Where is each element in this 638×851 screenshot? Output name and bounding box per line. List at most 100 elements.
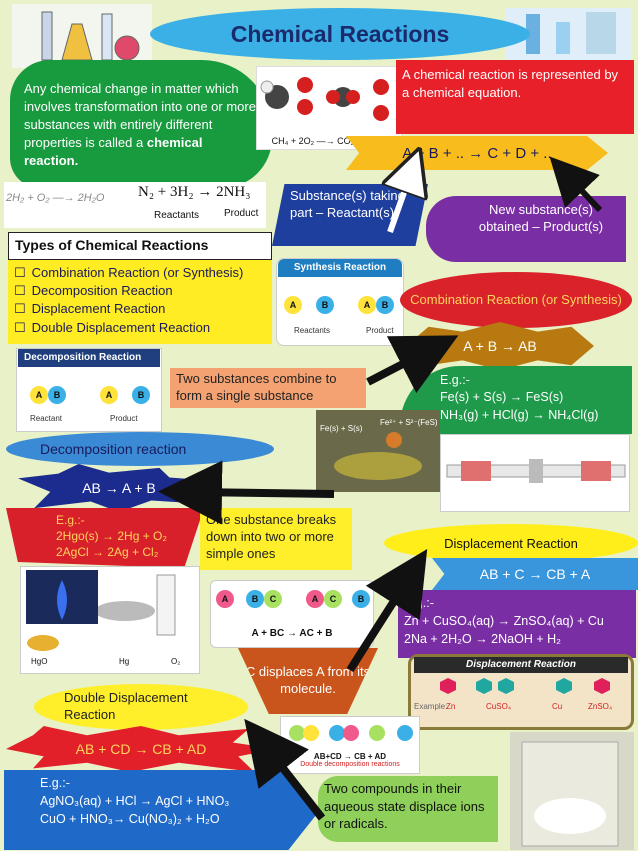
combination-example: NH₃(g) + HCl(g) → NH₄Cl(g) bbox=[440, 407, 599, 422]
displacement-formula: AB + C → CB + A bbox=[479, 566, 591, 582]
double-displacement-examples-box: E.g.:- AgNO₃(aq) + HCl → AgCl + HNO₃ CuO… bbox=[4, 770, 320, 850]
burner-icon bbox=[57, 580, 67, 620]
decomposition-formula: AB → A + B bbox=[82, 480, 156, 496]
displacement-title: Displacement Reaction bbox=[444, 535, 578, 551]
atom-a-icon: A bbox=[30, 386, 48, 404]
combination-formula: A + B → AB bbox=[463, 338, 537, 354]
beaker-precipitate-image bbox=[510, 732, 634, 850]
combination-title-box: Combination Reaction (or Synthesis) bbox=[400, 272, 632, 328]
types-list-item: Double Displacement Reaction bbox=[14, 319, 266, 337]
product-note: New substance(s) obtained – Product(s) bbox=[478, 202, 604, 234]
ammonia-diffusion-image bbox=[440, 434, 630, 512]
atom-b-icon: B bbox=[316, 296, 334, 314]
displacement-title-box: Displacement Reaction bbox=[384, 524, 638, 562]
decomposition-example: 2AgCl → 2Ag + Cl₂ bbox=[56, 545, 159, 560]
atom-c-icon: C bbox=[264, 590, 282, 608]
double-displacement-formula: AB + CD → CB + AD bbox=[75, 741, 207, 757]
general-formula-banner: A + B + .. → C + D + .. bbox=[346, 136, 608, 170]
iron-sulfur-right-label: Fe²⁺ + S²⁻(FeS) bbox=[380, 418, 438, 427]
product-note-box: New substance(s) obtained – Product(s) bbox=[426, 196, 626, 262]
displacement-formula-banner: AB + C → CB + A bbox=[432, 558, 638, 590]
synthesis-product-label: Product bbox=[366, 326, 394, 335]
displacement-example: Zn + CuSO₄(aq) → ZnSO₄(aq) + Cu bbox=[404, 614, 604, 629]
flame-icon bbox=[27, 574, 176, 651]
types-heading: Types of Chemical Reactions bbox=[15, 237, 209, 253]
decomposition-description: One substance breaks down into two or mo… bbox=[206, 512, 337, 561]
decomposition-title-box: Decomposition reaction bbox=[6, 432, 274, 466]
reactants-product-image: 2H₂ + O₂ —→ 2H₂O N₂ + 3H₂ → 2NH₃ Reactan… bbox=[4, 182, 266, 228]
decomposition-formula-banner: AB → A + B bbox=[18, 464, 220, 512]
double-displacement-title: Double Displacement Reaction bbox=[64, 690, 188, 722]
double-decomp-formula: AB+CD → CB + AD bbox=[313, 752, 387, 761]
sparkle-icon bbox=[334, 432, 422, 480]
double-displacement-title-box: Double Displacement Reaction bbox=[34, 684, 248, 730]
general-formula: A + B + .. → C + D + .. bbox=[402, 144, 552, 162]
methane-equation: CH₄ + 2O₂ —→ CO₂ + 2H₂O bbox=[271, 136, 387, 146]
definition-term: chemical reaction. bbox=[24, 134, 203, 168]
double-displacement-eg-label: E.g.:- bbox=[40, 776, 70, 790]
double-displacement-note-box: Two compounds in their aqueous state dis… bbox=[318, 776, 498, 842]
displacement-note: C displaces A from its molecule. bbox=[245, 664, 371, 696]
reactant-note-box: Substance(s) taking part – Reactant(s) bbox=[272, 184, 428, 246]
equation-note-box: A chemical reaction is represented by a … bbox=[396, 60, 634, 134]
atom-c-icon: C bbox=[324, 590, 342, 608]
title-banner: Chemical Reactions bbox=[150, 8, 530, 60]
combination-title: Combination Reaction (or Synthesis) bbox=[410, 291, 622, 307]
types-list: Combination Reaction (or Synthesis) Deco… bbox=[8, 260, 272, 344]
decomposition-reactant-label: Reactant bbox=[30, 414, 63, 423]
decomposition-description-box: One substance breaks down into two or mo… bbox=[200, 508, 352, 570]
znso4-label: ZnSO₄ bbox=[588, 702, 613, 711]
displacement-examples-box: E.g.:- Zn + CuSO₄(aq) → ZnSO₄(aq) + Cu 2… bbox=[398, 590, 636, 658]
o2-label: O₂ bbox=[171, 657, 181, 666]
reactants-label: Reactants bbox=[154, 210, 200, 221]
decomposition-examples-box: E.g.:- 2Hgo(s) → 2Hg + O₂ 2AgCl → 2Ag + … bbox=[6, 508, 204, 568]
types-heading-box: Types of Chemical Reactions bbox=[8, 232, 272, 260]
double-displacement-note: Two compounds in their aqueous state dis… bbox=[324, 781, 485, 832]
displacement-reaction-header: Displacement Reaction bbox=[414, 657, 628, 673]
tube-diagram-icon bbox=[446, 459, 626, 483]
iron-sulfur-left-label: Fe(s) + S(s) bbox=[320, 424, 363, 433]
faded-equation: 2H₂ + O₂ —→ 2H₂O bbox=[6, 192, 105, 204]
ammonia-equation: N₂ + 3H₂ → 2NH₃ bbox=[138, 184, 251, 200]
types-list-item: Displacement Reaction bbox=[14, 300, 266, 318]
combination-description-box: Two substances combine to form a single … bbox=[170, 368, 366, 408]
definition-text: Any chemical change in matter which invo… bbox=[24, 80, 258, 170]
decomposition-eg-label: E.g.:- bbox=[56, 513, 85, 527]
decomposition-example: 2Hgo(s) → 2Hg + O₂ bbox=[56, 529, 168, 544]
synthesis-reactants-label: Reactants bbox=[294, 326, 331, 335]
lab-glassware-image bbox=[12, 4, 152, 68]
molecule-icon bbox=[260, 77, 389, 121]
double-decomp-caption: Double decomposition reactions bbox=[300, 761, 400, 768]
hgo-label: HgO bbox=[31, 657, 48, 666]
zn-label: Zn bbox=[446, 702, 456, 711]
cu-label: Cu bbox=[552, 702, 563, 711]
hg-label: Hg bbox=[119, 657, 130, 666]
page-title: Chemical Reactions bbox=[230, 20, 450, 47]
double-displacement-example: AgNO₃(aq) + HCl → AgCl + HNO₃ bbox=[40, 794, 230, 809]
double-displacement-formula-banner: AB + CD → CB + AD bbox=[6, 726, 276, 772]
decomposition-title: Decomposition reaction bbox=[40, 441, 187, 457]
displacement-example-label: Example: bbox=[414, 702, 448, 711]
atom-b-icon: B bbox=[352, 590, 370, 608]
double-decomp-diagram-icon bbox=[289, 725, 413, 741]
displacement-eg-label: E.g.:- bbox=[404, 596, 434, 610]
synthesis-header: Synthesis Reaction bbox=[278, 259, 402, 277]
atom-a-icon: A bbox=[216, 590, 234, 608]
combination-formula-banner: A + B → AB bbox=[406, 322, 594, 370]
displacement-example: 2Na + 2H₂O → 2NaOH + H₂ bbox=[404, 632, 561, 647]
types-list-item: Combination Reaction (or Synthesis) bbox=[14, 264, 266, 282]
definition-panel: Any chemical change in matter which invo… bbox=[10, 60, 272, 188]
arrow-icon bbox=[158, 460, 335, 525]
atom-b-icon: B bbox=[48, 386, 66, 404]
decomposition-header: Decomposition Reaction bbox=[18, 349, 160, 367]
displacement-note-box: C displaces A from its molecule. bbox=[238, 648, 378, 714]
burner-flame-image bbox=[26, 570, 98, 624]
reactant-note: Substance(s) taking part – Reactant(s) bbox=[290, 188, 405, 220]
atom-b-icon: B bbox=[376, 296, 394, 314]
cuso4-label: CuSO₄ bbox=[486, 702, 512, 711]
definition-text-main: Any chemical change in matter which invo… bbox=[24, 81, 256, 150]
flask-icon bbox=[41, 11, 140, 61]
product-label: Product bbox=[224, 208, 259, 219]
iron-sulfur-image: Fe(s) + S(s) Fe²⁺ + S²⁻(FeS) bbox=[316, 410, 440, 492]
decomposition-product-label: Product bbox=[110, 414, 138, 423]
